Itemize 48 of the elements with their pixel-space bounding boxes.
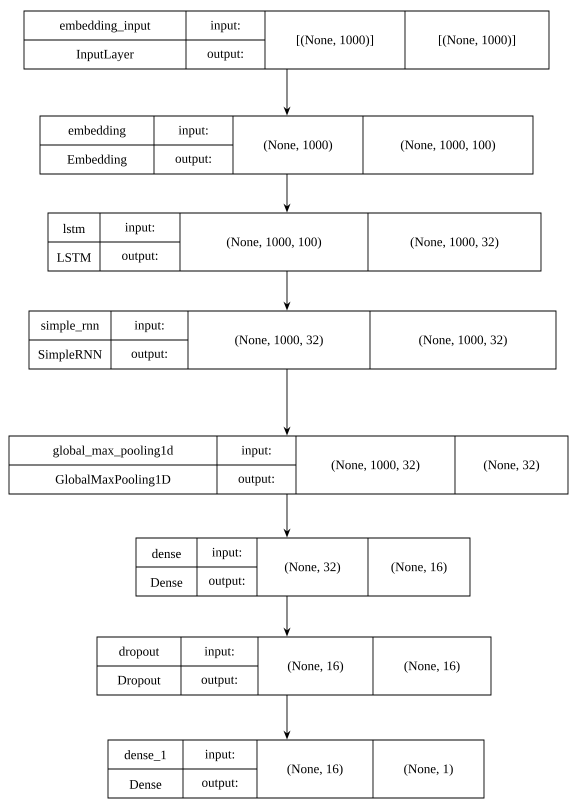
shape-text: (None, 1) [404,764,453,776]
layer-name: dense_1 [124,750,166,761]
layer-name: embedding [68,126,126,138]
layer-type: LSTM [57,253,91,262]
port-label: input: [134,320,164,332]
layer-type: InputLayer [76,50,134,62]
layer-type: Dense [130,780,162,789]
shape-text: (None, 16) [288,661,344,673]
shape-text: (None, 1000, 100) [400,140,496,152]
layer-name: lstm [63,224,85,234]
port-label: output: [238,475,274,486]
port-label: input: [242,446,271,458]
layer-name: global_max_pooling1d [53,446,174,458]
shape-text: (None, 1000, 32) [235,335,323,347]
shape-text: [(None, 1000)] [438,35,516,47]
port-label: output: [122,252,158,263]
layer-type: SimpleRNN [38,350,102,362]
port-label: input: [212,548,242,560]
layer-name: dropout [119,646,160,658]
shape-text: [(None, 1000)] [296,35,374,47]
port-label: output: [209,577,244,588]
port-label: output: [202,676,237,687]
shape-text: (None, 1000, 32) [419,335,507,347]
port-label: input: [204,646,234,658]
layer-type: Dropout [118,676,161,688]
port-label: input: [125,222,154,234]
port-label: input: [205,750,234,762]
port-label: input: [178,126,208,138]
shape-text: (None, 32) [484,460,540,472]
shape-text: (None, 1000, 32) [410,237,498,249]
layer-type: GlobalMaxPooling1D [56,474,170,486]
port-label: input: [210,20,240,32]
shape-text: (None, 16) [287,764,343,776]
shape-text: (None, 1000) [264,140,332,152]
layer-name: dense [152,548,181,558]
layer-type: Embedding [67,154,127,166]
shape-text: (None, 16) [391,562,447,574]
port-label: output: [176,155,211,166]
port-label: output: [208,50,243,61]
shape-text: (None, 1000, 32) [332,460,420,472]
shape-text: (None, 16) [404,661,460,673]
port-label: output: [132,350,167,361]
layer-name: simple_rnn [41,320,100,332]
shape-text: (None, 32) [284,562,340,574]
layer-type: Dense [150,578,182,587]
shape-text: (None, 1000, 100) [226,237,322,249]
layer-name: embedding_input [60,20,150,32]
port-label: output: [202,779,238,790]
